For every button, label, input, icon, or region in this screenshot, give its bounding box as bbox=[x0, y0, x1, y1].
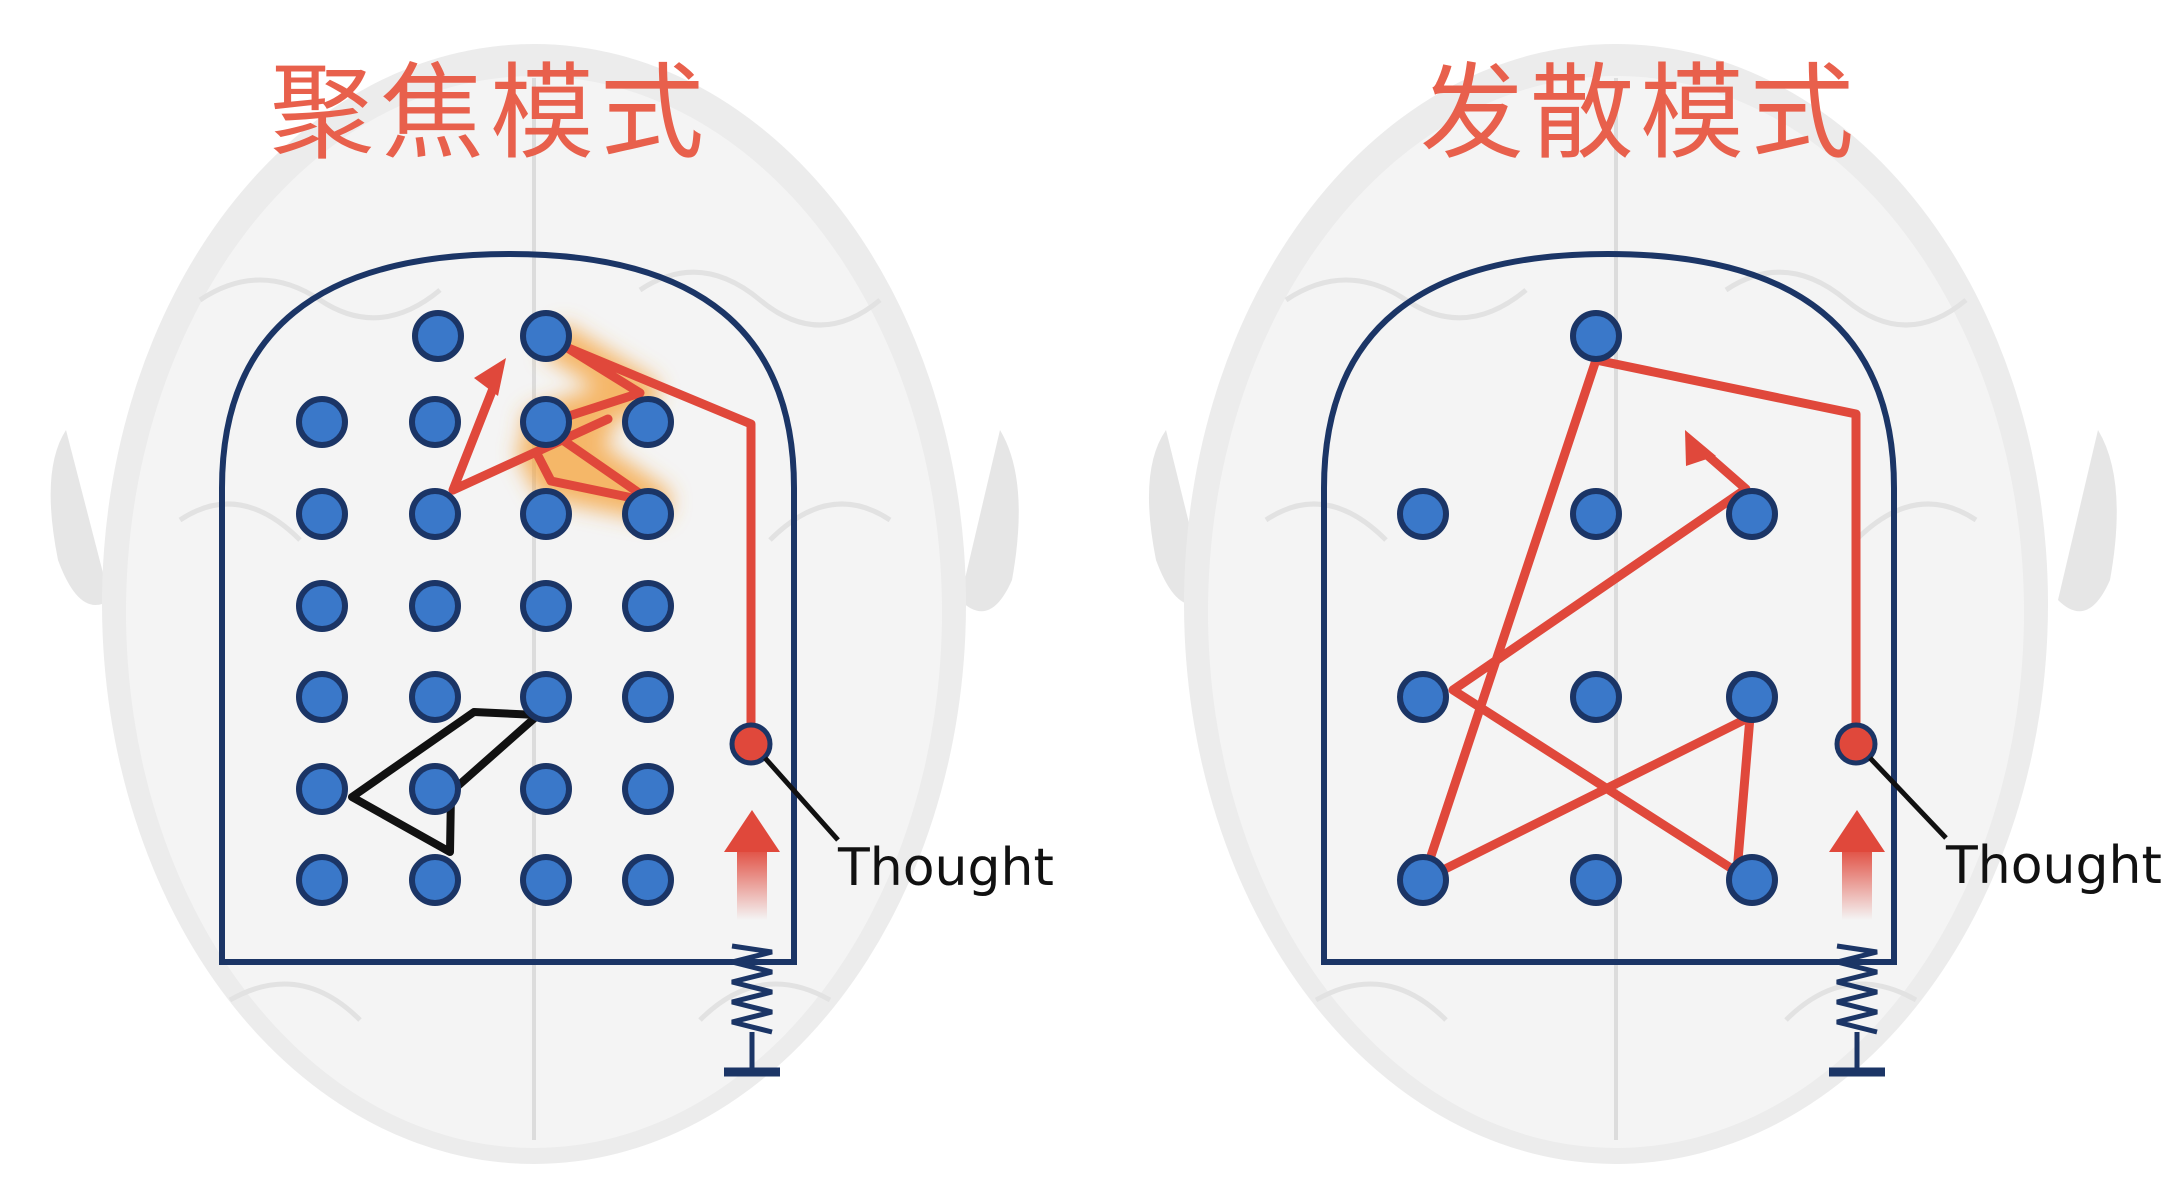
node bbox=[1570, 310, 1622, 362]
focused-mode-diagram bbox=[50, 44, 1019, 1164]
path-arrowhead bbox=[1685, 430, 1716, 466]
node bbox=[622, 671, 674, 723]
node bbox=[1570, 671, 1622, 723]
brain-illustration bbox=[1148, 44, 2117, 1164]
launch-arrow bbox=[1829, 810, 1885, 920]
node-grid bbox=[1397, 310, 1778, 906]
pinball-frame bbox=[1321, 250, 1897, 965]
spring-plunger bbox=[724, 943, 780, 1077]
focused-mode-title: 聚焦模式 bbox=[270, 52, 711, 174]
thought-label: Thought bbox=[838, 838, 1054, 898]
node bbox=[409, 580, 461, 632]
focused-mode-panel: 聚焦模式 Thought bbox=[50, 44, 1054, 1164]
node bbox=[520, 310, 572, 362]
diffuse-mode-panel: 发散模式 Thought bbox=[1086, 0, 2172, 1200]
pinball-frame bbox=[219, 250, 797, 965]
node bbox=[296, 488, 348, 540]
node bbox=[520, 763, 572, 815]
node bbox=[409, 396, 461, 448]
node bbox=[1397, 671, 1449, 723]
node bbox=[1397, 488, 1449, 540]
node bbox=[412, 310, 464, 362]
node bbox=[409, 763, 461, 815]
node bbox=[1397, 854, 1449, 906]
thought-ball bbox=[1834, 722, 1878, 766]
spring-plunger bbox=[1829, 943, 1885, 1077]
diffuse-mode-diagram bbox=[1148, 44, 2117, 1164]
node bbox=[1726, 671, 1778, 723]
node bbox=[520, 580, 572, 632]
node bbox=[1726, 488, 1778, 540]
node bbox=[520, 488, 572, 540]
node bbox=[622, 488, 674, 540]
node bbox=[296, 763, 348, 815]
node bbox=[296, 396, 348, 448]
chunk-outline bbox=[348, 708, 542, 856]
diffuse-mode-title: 发散模式 bbox=[1420, 52, 1861, 174]
node bbox=[622, 580, 674, 632]
path-arrowhead bbox=[474, 358, 506, 396]
thought-pointer-line bbox=[763, 756, 840, 842]
node bbox=[1726, 854, 1778, 906]
thought-label: Thought bbox=[1946, 836, 2162, 896]
node bbox=[409, 854, 461, 906]
node bbox=[409, 488, 461, 540]
node bbox=[1570, 854, 1622, 906]
node bbox=[1570, 488, 1622, 540]
launch-arrow bbox=[724, 810, 780, 920]
node bbox=[622, 854, 674, 906]
node bbox=[409, 671, 461, 723]
node bbox=[622, 396, 674, 448]
node bbox=[622, 763, 674, 815]
node bbox=[296, 854, 348, 906]
node bbox=[520, 396, 572, 448]
node bbox=[520, 671, 572, 723]
node-grid bbox=[296, 310, 674, 906]
thought-ball bbox=[729, 722, 773, 766]
node bbox=[520, 854, 572, 906]
node bbox=[296, 671, 348, 723]
node bbox=[296, 580, 348, 632]
thought-pointer-line bbox=[1868, 756, 1948, 840]
